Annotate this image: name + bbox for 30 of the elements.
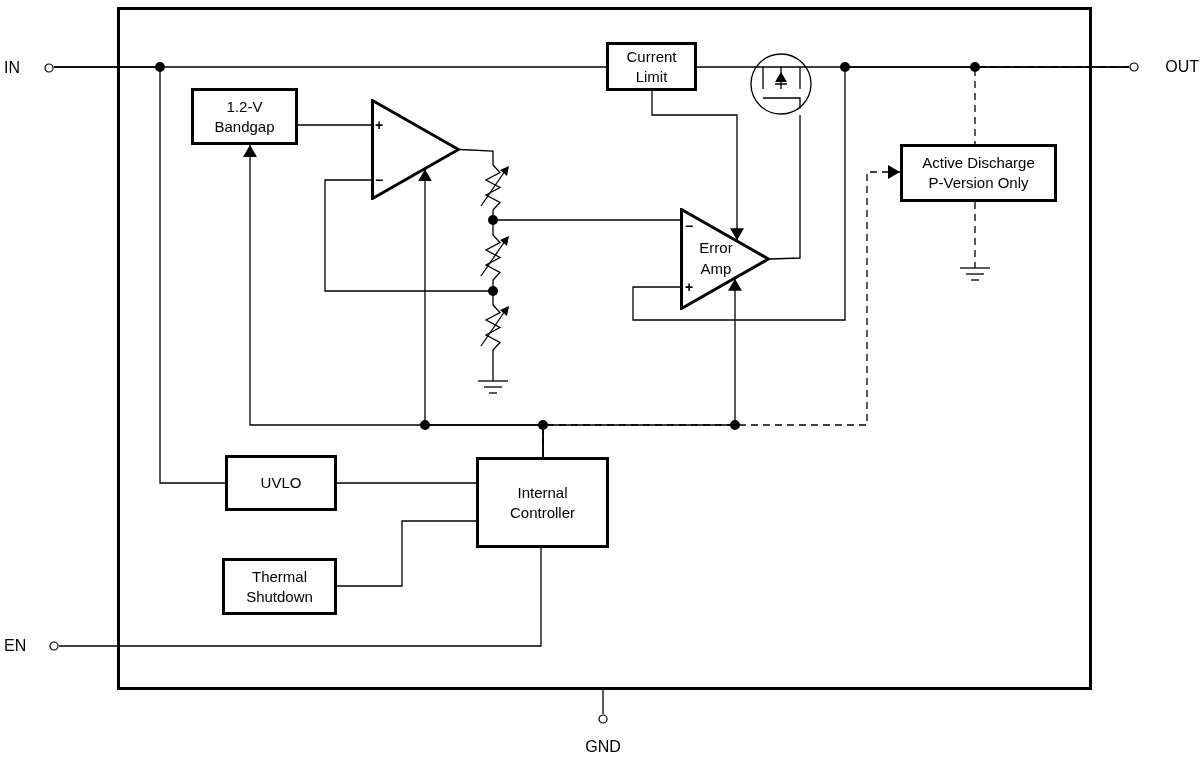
wire (324, 179, 479, 292)
pin-label: IN (4, 59, 20, 77)
function-block: Internal Controller (476, 457, 609, 548)
wire (769, 114, 801, 260)
input-sign: + (685, 280, 694, 294)
wire (297, 124, 372, 126)
function-block: UVLO (225, 455, 337, 511)
function-block: 1.2-V Bandgap (191, 88, 298, 145)
pin-label: OUT (1165, 58, 1199, 76)
dashed-wire (974, 66, 1130, 145)
function-block: Current Limit (606, 42, 697, 91)
wire (696, 66, 751, 68)
amplifier-label: Error Amp (698, 238, 734, 279)
wire (511, 219, 681, 221)
input-sign: + (375, 118, 384, 132)
wire (53, 66, 226, 484)
wire (336, 520, 477, 587)
pin-label: EN (4, 637, 27, 655)
chip-outline (117, 7, 1092, 690)
input-sign: − (375, 173, 384, 187)
function-block: Active Discharge P-Version Only (900, 144, 1057, 202)
input-sign: − (685, 219, 694, 233)
function-block: Thermal Shutdown (222, 558, 337, 615)
wire (602, 689, 604, 715)
wire (58, 547, 542, 647)
wire (459, 148, 494, 156)
wire (336, 482, 477, 484)
pin-label: GND (585, 738, 621, 756)
arrow (651, 90, 744, 241)
dashed-arrow (542, 165, 901, 458)
